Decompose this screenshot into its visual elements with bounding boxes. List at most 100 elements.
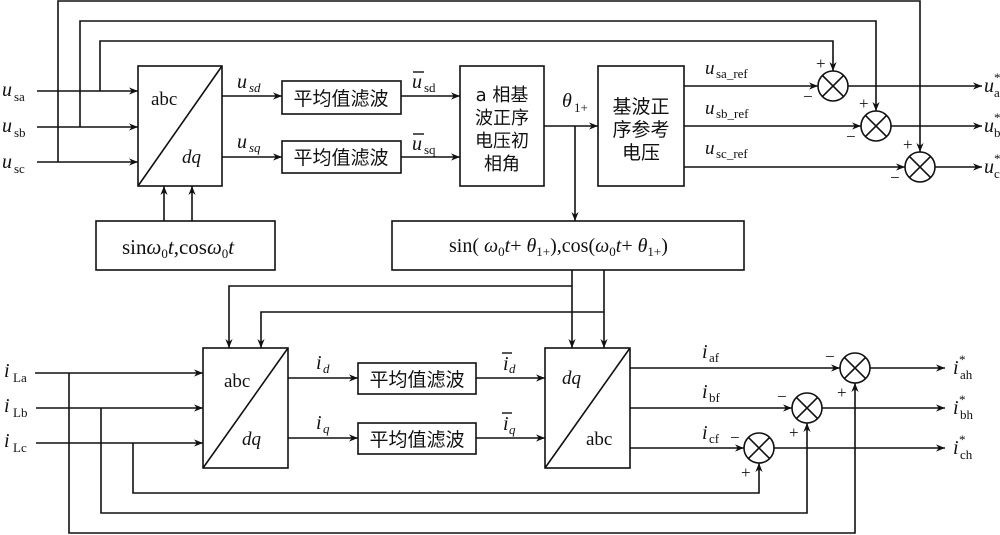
svg-text:i: i [953,397,959,419]
abc-to-dq-block-top: abc dq [137,65,223,187]
summer-ibh: − + [777,387,823,442]
svg-text:平均值滤波: 平均值滤波 [369,369,464,391]
svg-text:i: i [702,381,708,403]
iq-label: i q [316,412,330,436]
summer-ub: + − [846,94,892,146]
summer-ua: + − [803,54,849,106]
svg-text:u: u [412,133,422,155]
output-ub-label: u * b [984,110,1000,140]
svg-text:a: a [994,85,1000,100]
svg-text:平均值滤波: 平均值滤波 [293,147,388,169]
svg-text:sd: sd [249,80,261,95]
svg-text:Lc: Lc [13,440,27,455]
input-ilb-label: i Lb [4,395,27,420]
svg-text:bh: bh [960,407,974,422]
svg-text:*: * [959,432,966,447]
svg-text:c: c [994,166,1000,181]
svg-text:i: i [702,341,708,363]
usa-ref-label: u sa_ref [705,58,748,81]
output-uc-label: u * c [984,151,1000,181]
svg-text:i: i [503,353,509,375]
svg-text:dq: dq [182,147,202,168]
usd-label: u sd [237,71,261,95]
svg-text:i: i [4,430,10,452]
svg-text:−: − [777,387,787,406]
svg-text:+: + [903,135,913,154]
svg-text:*: * [994,110,1000,125]
svg-text:q: q [323,421,330,436]
iq-bar-label: i q [502,412,516,437]
svg-text:−: − [730,428,740,447]
svg-text:平均值滤波: 平均值滤波 [369,429,464,451]
svg-text:af: af [709,350,720,365]
svg-text:u: u [237,131,247,153]
svg-text:−: − [803,87,813,106]
svg-text:基波正: 基波正 [612,96,669,118]
svg-text:q: q [509,422,516,437]
svg-text:平均值滤波: 平均值滤波 [293,88,388,110]
mean-filter-id: 平均值滤波 [357,362,477,395]
svg-text:+: + [816,54,826,73]
svg-text:sb: sb [14,125,26,140]
input-usa-label: u sa [2,79,25,104]
svg-text:1+: 1+ [574,100,588,115]
mean-filter-usq: 平均值滤波 [281,140,402,174]
svg-text:u: u [2,79,12,101]
cos-theta-to-park-line [257,311,604,348]
svg-text:+: + [837,383,847,402]
svg-text:Lb: Lb [13,405,27,420]
svg-text:*: * [959,352,966,367]
svg-text:u: u [2,151,12,173]
svg-text:sq: sq [249,140,261,155]
svg-text:cf: cf [709,431,720,446]
svg-text:i: i [4,395,10,417]
svg-text:电压: 电压 [622,142,660,164]
svg-text:序参考: 序参考 [612,119,669,141]
svg-text:abc: abc [224,371,250,392]
dq-to-abc-block: dq abc [544,347,631,469]
usq-bar-label: u sq [412,133,436,157]
input-usb-label: u sb [2,115,26,140]
svg-text:sa: sa [14,89,25,104]
iaf-label: i af [702,341,720,365]
theta-label: θ 1+ [562,90,588,115]
output-iah-label: i * ah [953,352,973,382]
positive-sequence-reference-voltage-block: 基波正 序参考 电压 [597,65,685,187]
svg-text:−: − [890,168,900,187]
svg-text:sd: sd [424,80,436,95]
svg-text:+: + [741,463,751,482]
svg-text:电压初: 电压初 [475,131,529,152]
svg-text:i: i [953,357,959,379]
mean-filter-iq: 平均值滤波 [357,422,477,455]
mean-filter-usd: 平均值滤波 [281,80,402,115]
usc-feedforward-line [57,0,924,162]
svg-text:sc_ref: sc_ref [716,146,748,161]
id-label: i d [316,352,330,376]
summer-iah: − + [825,347,871,402]
id-bar-label: i d [502,352,516,376]
output-ich-label: i * ch [953,432,973,462]
svg-text:u: u [984,156,994,178]
summer-uc: + − [890,135,936,187]
svg-text:dq: dq [242,429,262,450]
svg-text:*: * [994,151,1000,166]
input-ilc-label: i Lc [4,430,27,455]
svg-text:u: u [984,115,994,137]
svg-text:相角: 相角 [484,154,520,175]
svg-text:波正序: 波正序 [475,108,529,129]
svg-text:b: b [994,125,1000,140]
svg-text:*: * [959,392,966,407]
ilb-feed-line [100,408,811,514]
svg-text:sq: sq [424,142,436,157]
svg-text:bf: bf [709,390,721,405]
svg-text:dq: dq [562,368,582,389]
sin-theta-to-park-line [225,285,572,348]
summer-ich: − + [730,428,775,482]
svg-text:u: u [705,98,715,119]
svg-text:d: d [509,361,516,376]
sincos-omega-block: sinω0t,cosω0t [95,220,276,271]
output-ua-label: u * a [984,70,1000,100]
svg-text:−: − [825,347,835,366]
svg-text:i: i [4,360,10,382]
svg-text:*: * [994,70,1000,85]
